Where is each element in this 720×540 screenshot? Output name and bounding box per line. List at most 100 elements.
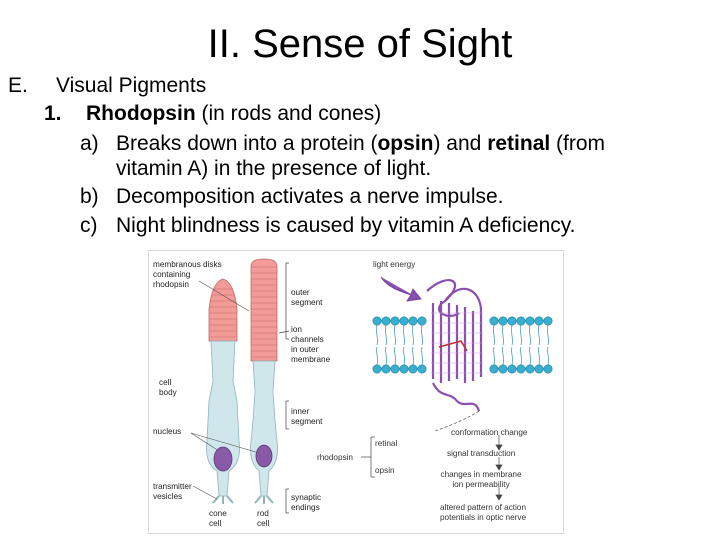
lipid-head [507,364,517,374]
lipid-tail [376,324,378,366]
item-heading: Rhodopsin (in rods and cones) [86,101,381,127]
label-cone-1: cone [209,509,227,518]
lipid-tail [421,324,423,366]
rhodopsin-bracket [361,436,375,478]
rod-outer-segment [250,258,278,362]
point-c-text: Night blindness is caused by vitamin A d… [116,214,576,237]
label-membranous-disks-1: membranous disks [153,260,222,269]
label-retinal: retinal [375,439,397,448]
label-cell-body-2: body [159,388,178,397]
lipid-head [417,364,427,374]
lipid-head [372,364,382,374]
photoreceptor-figure: membranous disks containing rhodopsin ce… [148,250,564,534]
lipid-head [390,316,400,326]
lipid-head [543,316,553,326]
label-inner-segment-2: segment [291,417,323,426]
rod-nucleus [255,444,273,468]
label-cell-body-1: cell [159,378,171,387]
label-altered-pattern-2: potentials in optic nerve [440,513,526,522]
label-changes-ion-1: changes in membrane [440,470,521,479]
segment-brackets [278,262,290,514]
lipid-head [516,316,526,326]
lipid-head [525,364,535,374]
lipid-head [399,316,409,326]
lipid-tail [538,324,540,366]
label-opsin: opsin [375,466,395,475]
label-ion-channels-4: membrane [291,355,331,364]
opsin-term: opsin [377,132,434,155]
label-ion-channels-1: ion [291,325,302,334]
label-changes-ion-2: ion permeability [452,480,510,489]
lipid-tail [493,324,495,366]
cone-nucleus [213,446,233,472]
point-c-marker: c) [80,214,98,237]
label-cone-2: cell [209,519,221,528]
lipid-head [534,316,544,326]
cone-outer-segment [208,278,238,342]
retinal-term: retinal [487,132,551,155]
membrane-heads-top [372,316,553,326]
lipid-head [381,316,391,326]
rhodopsin-membrane-diagram [372,276,553,432]
lipid-tail [394,324,396,366]
lipid-tail [502,324,504,366]
label-ion-channels-2: channels [291,335,324,344]
rod-inner-segment [250,360,278,497]
lipid-head [399,364,409,374]
label-synaptic-2: endings [291,503,320,512]
label-altered-pattern-1: altered pattern of action [440,503,526,512]
cone-disks [209,288,237,338]
lipid-head [390,364,400,374]
left-pointer-lines [190,280,260,500]
light-arrow [380,276,422,302]
lipid-head [489,316,499,326]
label-inner-segment-1: inner [291,407,309,416]
label-ion-channels-3: in outer [291,345,319,354]
label-signal-transduction: signal transduction [447,449,516,458]
label-rhodopsin: rhodopsin [317,453,353,462]
helix-rungs [431,312,483,374]
point-b-text: Decomposition activates a nerve impulse. [116,185,504,208]
rod-disks [251,266,277,358]
membrane-heads-bottom [372,364,553,374]
rod-cell [250,258,278,504]
cone-inner-segment [206,340,240,497]
item-rest: (in rods and cones) [195,102,382,125]
item-number: 1. [44,102,62,125]
lipid-head [489,364,499,374]
photoreceptor-illustration: membranous disks containing rhodopsin ce… [153,258,553,528]
point-a-line2: vitamin A) in the presence of light. [116,157,432,180]
lipid-head [498,316,508,326]
lipid-head [381,364,391,374]
label-nucleus: nucleus [153,427,181,436]
label-light-energy: light energy [373,260,416,269]
lipid-tail [511,324,513,366]
lipid-tail [403,324,405,366]
opsin-protein [426,279,483,412]
lipid-tail [529,324,531,366]
label-transmitter-2: vesicles [153,492,182,501]
lipid-head [534,364,544,374]
lipid-head [498,364,508,374]
label-conformation-change: conformation change [451,428,528,437]
lipid-tail [412,324,414,366]
label-transmitter-1: transmitter [153,482,192,491]
cone-cell [206,278,240,504]
lipid-tail [520,324,522,366]
label-membranous-disks-3: rhodopsin [153,280,189,289]
slide-title: II. Sense of Sight [207,22,513,66]
lipid-head [408,316,418,326]
lipid-head [543,364,553,374]
section-title: Visual Pigments [56,74,207,97]
lipid-head [408,364,418,374]
point-a-line1: Breaks down into a protein (opsin) and r… [116,132,606,155]
label-rod-2: cell [257,519,269,528]
point-a-marker: a) [80,132,99,155]
retinal-molecule [438,340,468,352]
cascade-arrows [495,435,503,501]
membrane-tails [376,324,549,366]
label-outer-segment-2: segment [291,298,323,307]
section-marker: E. [8,74,28,97]
label-rod-1: rod [257,509,269,518]
lipid-head [525,316,535,326]
